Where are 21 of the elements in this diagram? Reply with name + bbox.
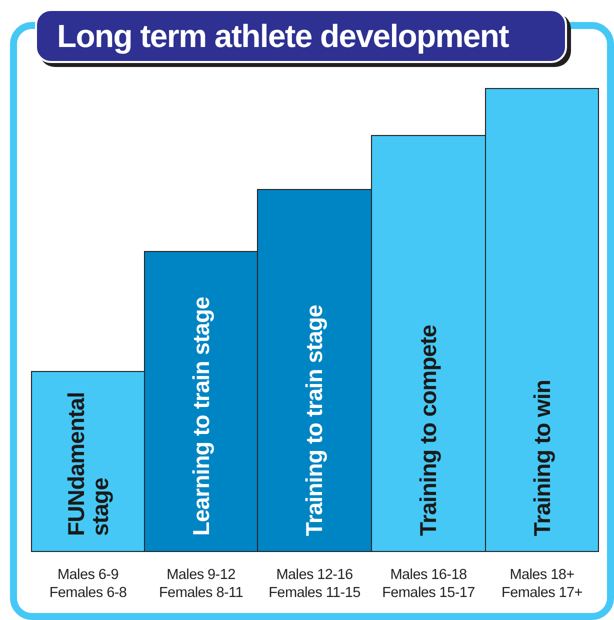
age-range: Males 9-12 — [166, 567, 236, 583]
age-range: Males 16-18 — [390, 567, 467, 583]
stage-bar — [257, 189, 372, 552]
stage-label: Training to compete — [416, 325, 441, 536]
stage-label: Training to win — [530, 380, 554, 536]
age-range: Females 15-17 — [382, 585, 475, 601]
age-range: Females 17+ — [502, 585, 582, 601]
age-range: Males 12-16 — [276, 567, 353, 583]
stage-bar — [31, 371, 145, 552]
age-range: Females 6-8 — [49, 585, 127, 601]
stage-bar — [144, 251, 258, 552]
stage-bar — [485, 88, 599, 552]
age-range: Females 8-11 — [159, 585, 243, 601]
age-range: Males 18+ — [510, 567, 574, 583]
stage-label: FUNdamental stage — [64, 391, 112, 536]
stage-label: Training to train stage — [302, 304, 327, 536]
title: Long term athlete development — [57, 18, 509, 54]
age-range: Males 6-9 — [58, 567, 118, 583]
stage-bar — [371, 135, 486, 552]
age-range: Females 11-15 — [268, 585, 360, 601]
stage-label: Learning to train stage — [188, 297, 214, 536]
